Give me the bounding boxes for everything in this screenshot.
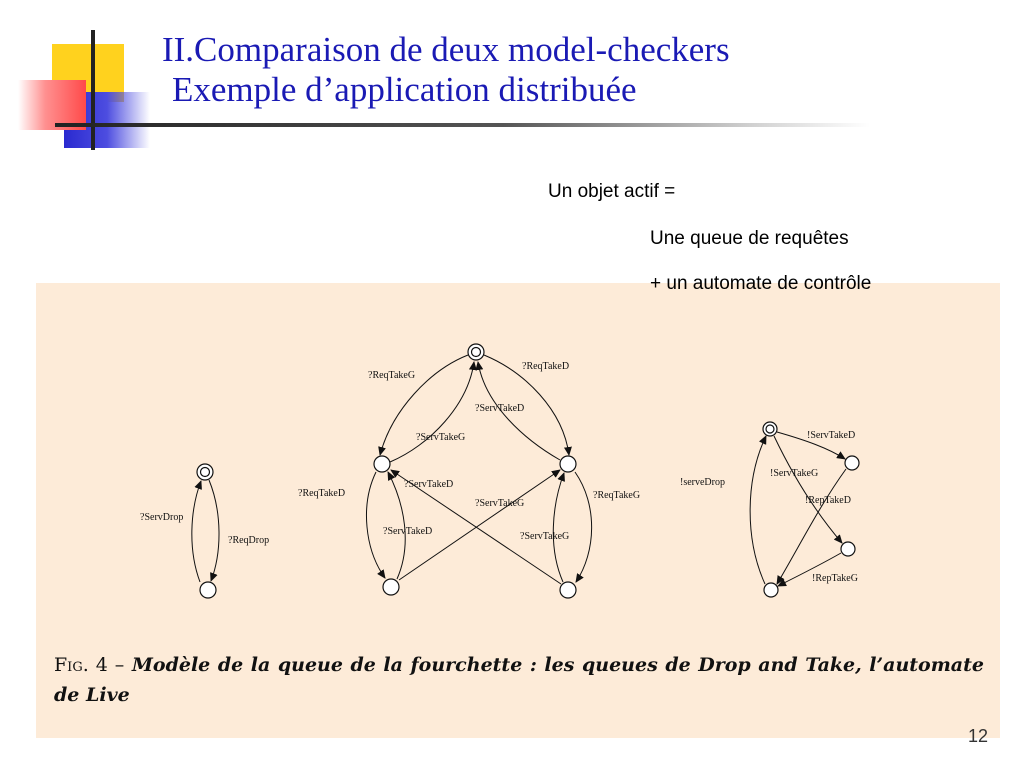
live-initial-state (762, 421, 778, 437)
label-req-take-d-left: ?ReqTakeD (298, 488, 345, 499)
title-line-1: II.Comparaison de deux model-checkers (162, 30, 730, 69)
label-serv-take-d-top: ?ServTakeD (475, 403, 524, 414)
title-rule (55, 123, 870, 127)
note-line-2: Une queue de requêtes (650, 228, 849, 249)
figure-caption: Fig. 4 – Modèle de la queue de la fourch… (54, 650, 984, 710)
live-state-d (844, 455, 860, 471)
take-state-d (559, 455, 577, 473)
label-serv-take-g-cross: ?ServTakeG (475, 498, 524, 509)
drop-arrow-up (191, 480, 202, 583)
caption-text: Modèle de la queue de la fourchette : le… (54, 654, 984, 706)
label-serv-take-d-cross: ?ServTakeD (404, 479, 453, 490)
label-req-take-d-top: ?ReqTakeD (522, 361, 569, 372)
take-initial-state (467, 343, 485, 361)
drop-queue-automaton: ?ServDrop ?ReqDrop (140, 463, 269, 599)
take-state-g (373, 455, 391, 473)
live-state-drop (763, 582, 779, 598)
label-rep-take-g-out: !RepTakeG (812, 573, 858, 584)
take-state-dd (559, 581, 577, 599)
live-automaton: !ServTakeD !ServTakeG !serveDrop !RepTak… (680, 421, 860, 598)
label-serv-take-d-low: ?ServTakeD (383, 526, 432, 537)
note-line-1: Un objet actif = (548, 181, 676, 202)
title-line-2: Exemple d’application distribuée (172, 70, 637, 109)
live-state-g (840, 541, 856, 557)
label-serve-drop-out: !serveDrop (680, 477, 725, 488)
caption-fig-label: Fig. 4 – (54, 654, 125, 676)
label-serv-take-d-out: !ServTakeD (807, 430, 855, 441)
drop-initial-state (196, 463, 214, 481)
label-rep-take-d-out: !RepTakeD (805, 495, 851, 506)
label-req-drop: ?ReqDrop (228, 535, 269, 546)
label-req-take-g-top: ?ReqTakeG (368, 370, 415, 381)
slide-logo (0, 0, 160, 160)
label-serv-drop: ?ServDrop (140, 512, 183, 523)
note-line-3: + un automate de contrôle (650, 273, 872, 294)
label-serv-take-g-top: ?ServTakeG (416, 432, 465, 443)
take-queue-automaton: ?ReqTakeG ?ReqTakeD ?ServTakeD ?ServTake… (298, 343, 640, 599)
slide-title: II.Comparaison de deux model-checkers Ex… (162, 30, 730, 110)
drop-state (199, 581, 217, 599)
label-req-take-g-right: ?ReqTakeG (593, 490, 640, 501)
take-state-gg (382, 578, 400, 596)
label-serv-take-g-out: !ServTakeG (770, 468, 818, 479)
label-serv-take-g-low: ?ServTakeG (520, 531, 569, 542)
drop-arrow-down (208, 479, 220, 582)
figure-panel (36, 283, 1000, 738)
page-number: 12 (968, 726, 989, 746)
